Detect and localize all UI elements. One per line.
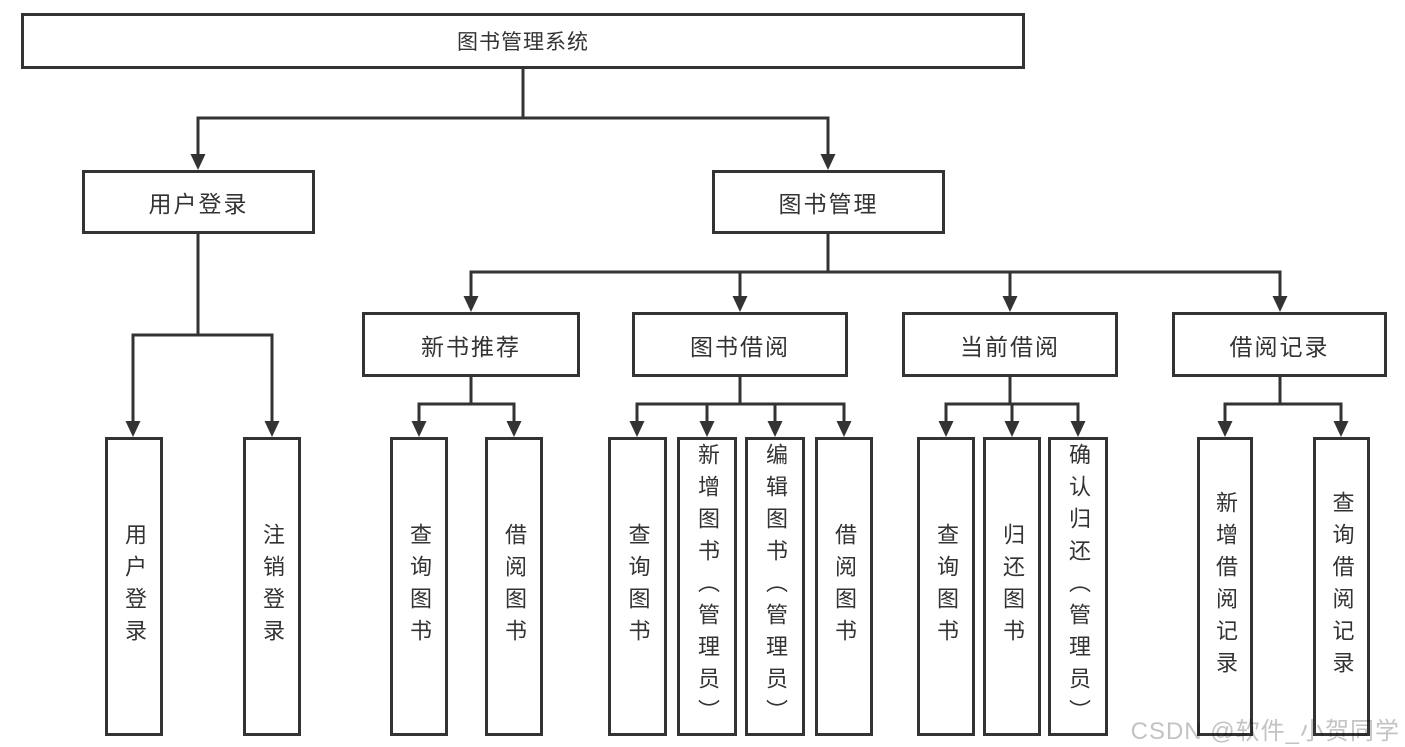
node-new-book-recommendation: 新书推荐 xyxy=(362,312,580,377)
leaf-label: 注销登录 xyxy=(260,522,285,651)
connector-borrow-records-to-leaves xyxy=(1217,377,1349,437)
arrowhead-down-icon xyxy=(1070,421,1086,437)
leaf-borrowing-query-books: 查询图书 xyxy=(608,437,667,736)
csdn-watermark: CSDN @软件_小贺同学 xyxy=(1130,718,1400,745)
connector-user-login-to-leaves xyxy=(125,234,280,437)
node-library-management-system: 图书管理系统 xyxy=(21,13,1025,69)
leaf-label: 新增图书（管理员） xyxy=(695,442,720,731)
leaf-label: 编辑图书（管理员） xyxy=(763,442,788,731)
arrowhead-down-icon xyxy=(836,421,852,437)
arrowhead-down-icon xyxy=(190,154,206,170)
leaf-records-add-borrow-record: 新增借阅记录 xyxy=(1197,437,1253,736)
leaf-label: 归还图书 xyxy=(1000,522,1025,651)
leaf-borrowing-edit-books-admin: 编辑图书（管理员） xyxy=(745,437,805,736)
leaf-current-return-books: 归还图书 xyxy=(983,437,1041,736)
leaf-label: 借阅图书 xyxy=(832,522,857,651)
arrowhead-down-icon xyxy=(1272,296,1288,312)
arrowhead-down-icon xyxy=(1333,421,1349,437)
arrowhead-down-icon xyxy=(629,421,645,437)
arrowhead-down-icon xyxy=(411,421,427,437)
arrowhead-down-icon xyxy=(506,421,522,437)
leaf-recommend-borrow-books: 借阅图书 xyxy=(485,437,543,736)
node-current-borrowing: 当前借阅 xyxy=(902,312,1118,377)
node-book-borrowing: 图书借阅 xyxy=(632,312,848,377)
arrowhead-down-icon xyxy=(125,421,141,437)
leaf-label: 查询图书 xyxy=(407,522,432,651)
leaf-user-login: 用户登录 xyxy=(105,437,163,736)
leaf-label: 确认归还（管理员） xyxy=(1066,442,1091,731)
arrowhead-down-icon xyxy=(938,421,954,437)
leaf-logout: 注销登录 xyxy=(243,437,301,736)
connector-new-book-to-leaves xyxy=(411,377,522,437)
arrowhead-down-icon xyxy=(463,296,479,312)
arrowhead-down-icon xyxy=(820,154,836,170)
arrowhead-down-icon xyxy=(1004,421,1020,437)
leaf-records-query-borrow-record: 查询借阅记录 xyxy=(1313,437,1370,736)
leaf-current-query-books: 查询图书 xyxy=(917,437,975,736)
node-borrowing-records: 借阅记录 xyxy=(1172,312,1387,377)
arrowhead-down-icon xyxy=(699,421,715,437)
leaf-borrowing-borrow-books: 借阅图书 xyxy=(815,437,873,736)
leaf-label: 查询图书 xyxy=(625,522,651,651)
arrowhead-down-icon xyxy=(1217,421,1233,437)
leaf-recommend-query-books: 查询图书 xyxy=(390,437,448,736)
connector-root-to-level1 xyxy=(190,69,836,170)
leaf-label: 借阅图书 xyxy=(502,522,527,651)
connector-book-borrow-to-leaves xyxy=(629,377,852,437)
arrowhead-down-icon xyxy=(767,421,783,437)
leaf-borrowing-add-books-admin: 新增图书（管理员） xyxy=(677,437,737,736)
node-user-login: 用户登录 xyxy=(82,170,315,234)
arrowhead-down-icon xyxy=(264,421,280,437)
node-book-management: 图书管理 xyxy=(712,170,945,234)
leaf-label: 用户登录 xyxy=(122,522,147,651)
arrowhead-down-icon xyxy=(1002,296,1018,312)
leaf-current-confirm-return-admin: 确认归还（管理员） xyxy=(1048,437,1108,736)
connector-current-borrow-to-leaves xyxy=(938,377,1086,437)
connector-book-mgmt-to-level2 xyxy=(463,233,1288,312)
leaf-label: 查询图书 xyxy=(934,522,959,651)
arrowhead-down-icon xyxy=(732,296,748,312)
leaf-label: 新增借阅记录 xyxy=(1213,490,1238,683)
leaf-label: 查询借阅记录 xyxy=(1329,490,1355,683)
